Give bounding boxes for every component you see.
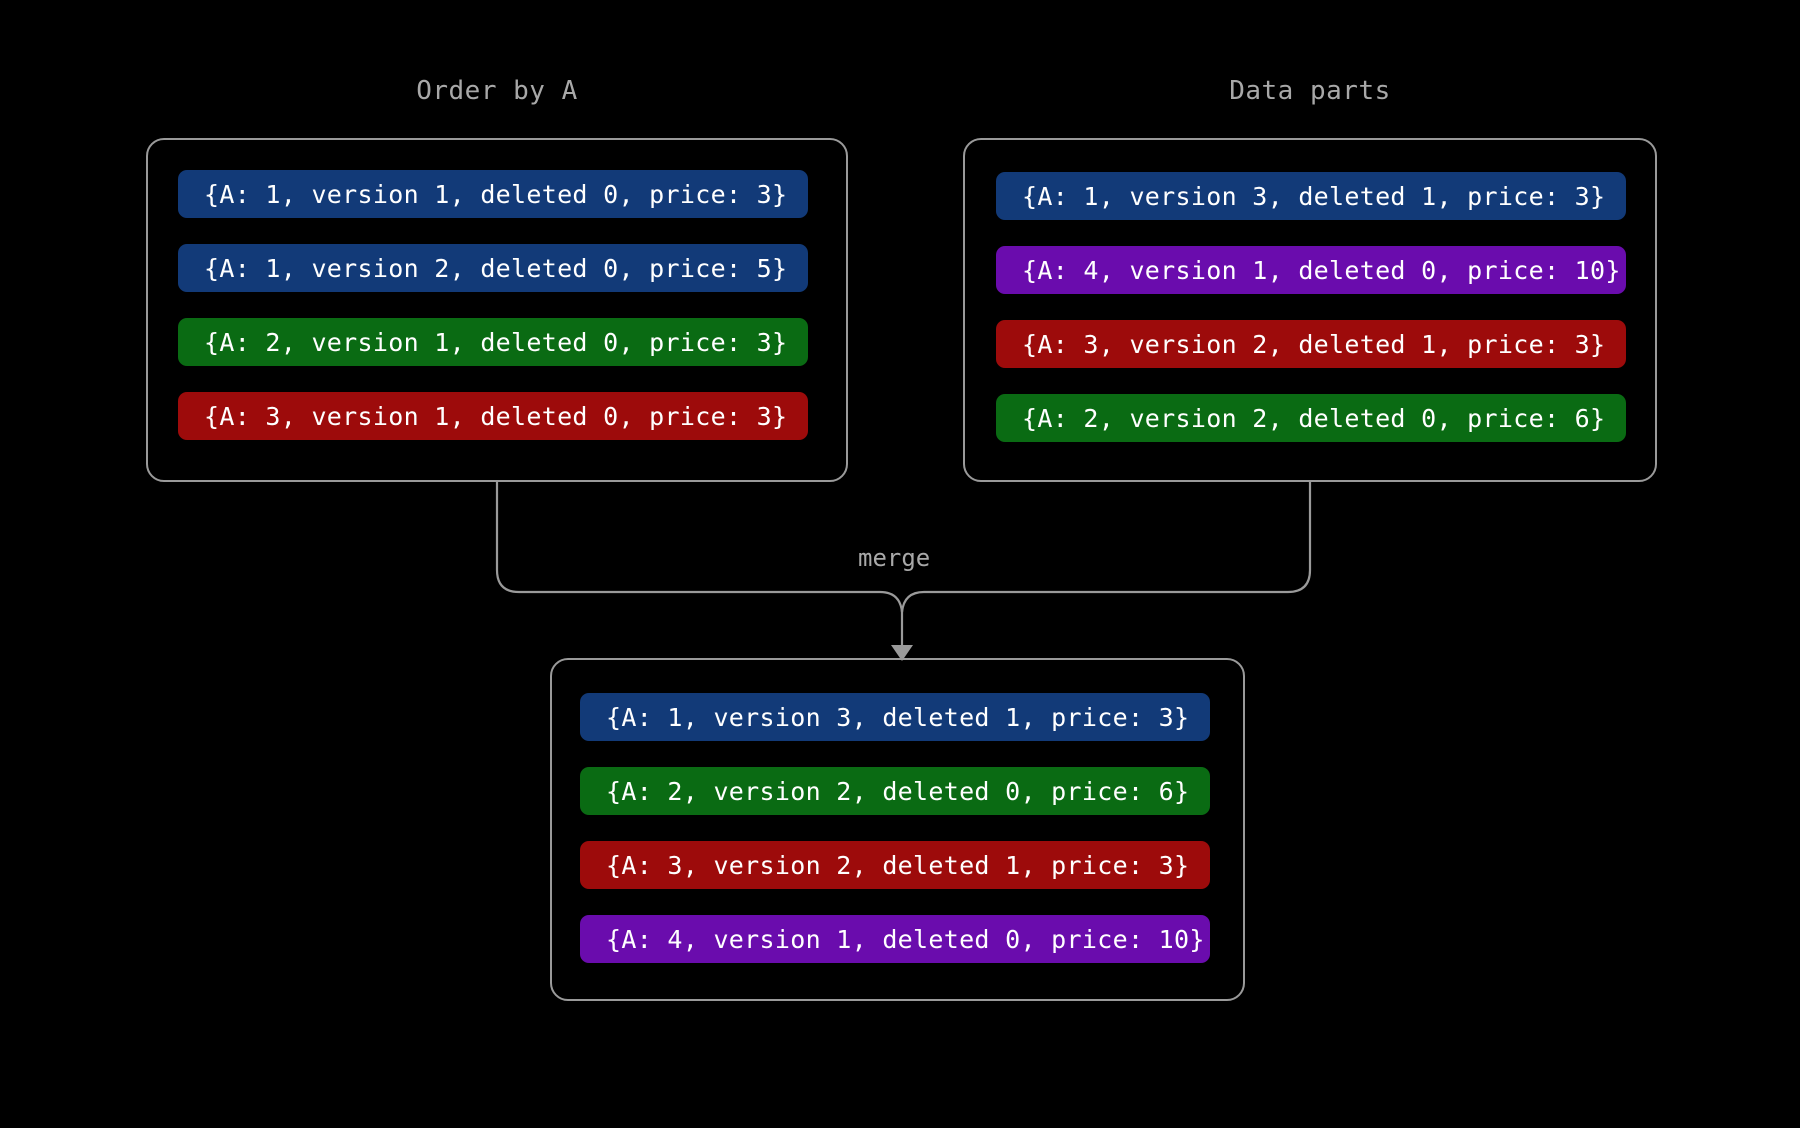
- panel-order-by-a: [146, 138, 848, 482]
- panel-merged-result: [550, 658, 1245, 1001]
- page-title-data-parts: Data parts: [1229, 76, 1391, 106]
- list-item[interactable]: {A: 2, version 2, deleted 0, price: 6}: [996, 394, 1626, 442]
- list-item[interactable]: {A: 4, version 1, deleted 0, price: 10}: [580, 915, 1210, 963]
- merge-label: merge: [858, 544, 931, 572]
- list-item[interactable]: {A: 4, version 1, deleted 0, price: 10}: [996, 246, 1626, 294]
- panel-data-parts: [963, 138, 1657, 482]
- list-item[interactable]: {A: 1, version 3, deleted 1, price: 3}: [580, 693, 1210, 741]
- page-title-order-by-a: Order by A: [416, 76, 578, 106]
- list-item[interactable]: {A: 1, version 3, deleted 1, price: 3}: [996, 172, 1626, 220]
- list-item[interactable]: {A: 2, version 2, deleted 0, price: 6}: [580, 767, 1210, 815]
- list-item[interactable]: {A: 2, version 1, deleted 0, price: 3}: [178, 318, 808, 366]
- list-item[interactable]: {A: 3, version 2, deleted 1, price: 3}: [996, 320, 1626, 368]
- connector-path-right: [900, 482, 1312, 613]
- list-item[interactable]: {A: 1, version 1, deleted 0, price: 3}: [178, 170, 808, 218]
- list-item[interactable]: {A: 1, version 2, deleted 0, price: 5}: [178, 244, 808, 292]
- list-item[interactable]: {A: 3, version 1, deleted 0, price: 3}: [178, 392, 808, 440]
- list-item[interactable]: {A: 3, version 2, deleted 1, price: 3}: [580, 841, 1210, 889]
- connector-path-left: [495, 482, 904, 613]
